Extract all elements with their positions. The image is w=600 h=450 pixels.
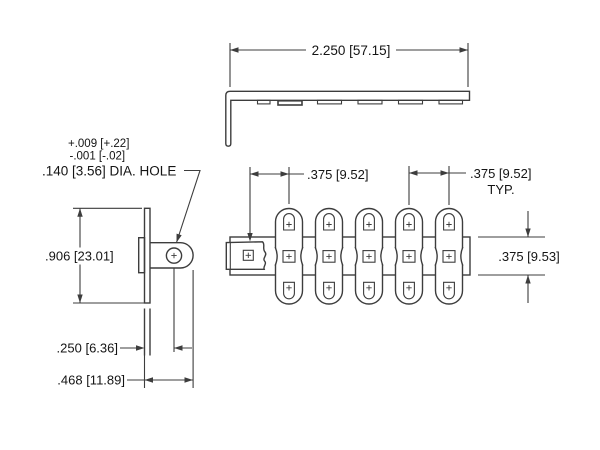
strip-height-dimension-text: .375 [9.53] bbox=[498, 249, 559, 264]
side-view-strip-upper bbox=[143, 207, 151, 304]
pitch-dimension-first: .375 [9.52] bbox=[247, 167, 368, 242]
top-view: 2.250 [57.15] bbox=[225, 43, 471, 147]
tolerance-plus-text: +.009 [+.22] bbox=[68, 138, 129, 150]
terminal-4 bbox=[394, 209, 423, 305]
hole-offset-dimension: .250 [6.36] bbox=[57, 268, 192, 356]
side-view: +.009 [+.22] -.001 [-.02] .140 [3.56] DI… bbox=[42, 138, 201, 388]
length-dimension-text: 2.250 [57.15] bbox=[312, 43, 391, 58]
pitch-dimension-typ-text: .375 [9.52] bbox=[470, 166, 531, 181]
top-view-strip-outline bbox=[225, 90, 471, 147]
terminal-5 bbox=[434, 209, 463, 305]
mounting-hole-square bbox=[242, 249, 254, 261]
height-dimension: .906 [23.01] bbox=[43, 207, 144, 304]
strip-height-dimension: .375 [9.53] bbox=[478, 211, 560, 303]
side-view-mounting-tab bbox=[150, 242, 194, 269]
terminal-3 bbox=[354, 209, 383, 305]
side-view-strip-lower bbox=[143, 308, 151, 356]
tab-length-dimension: .468 [11.89] bbox=[57, 270, 194, 388]
pitch-dimension-typ: .375 [9.52] TYP. bbox=[408, 166, 531, 205]
front-view-strip-body bbox=[229, 236, 471, 276]
terminal-1 bbox=[274, 209, 303, 305]
pitch-dimension-first-text: .375 [9.52] bbox=[307, 167, 368, 182]
height-dimension-text: .906 [23.01] bbox=[45, 249, 114, 264]
top-view-solder-tabs bbox=[256, 99, 464, 106]
hole-callout: +.009 [+.22] -.001 [-.02] .140 [3.56] DI… bbox=[42, 138, 201, 244]
typ-label-text: TYP. bbox=[487, 182, 514, 197]
front-view-mounting-tab bbox=[225, 241, 267, 270]
tab-length-dimension-text: .468 [11.89] bbox=[57, 373, 125, 388]
length-dimension: 2.250 [57.15] bbox=[229, 43, 469, 87]
hole-label-text: .140 [3.56] DIA. HOLE bbox=[42, 164, 176, 179]
tolerance-minus-text: -.001 [-.02] bbox=[70, 151, 126, 163]
terminal-2 bbox=[314, 209, 343, 305]
hole-leader-line bbox=[175, 169, 201, 243]
side-view-flange bbox=[137, 236, 146, 274]
front-view: .375 [9.52] .375 [9.52] TYP. .375 [9.53] bbox=[225, 166, 560, 305]
hole-offset-dimension-text: .250 [6.36] bbox=[57, 341, 118, 356]
